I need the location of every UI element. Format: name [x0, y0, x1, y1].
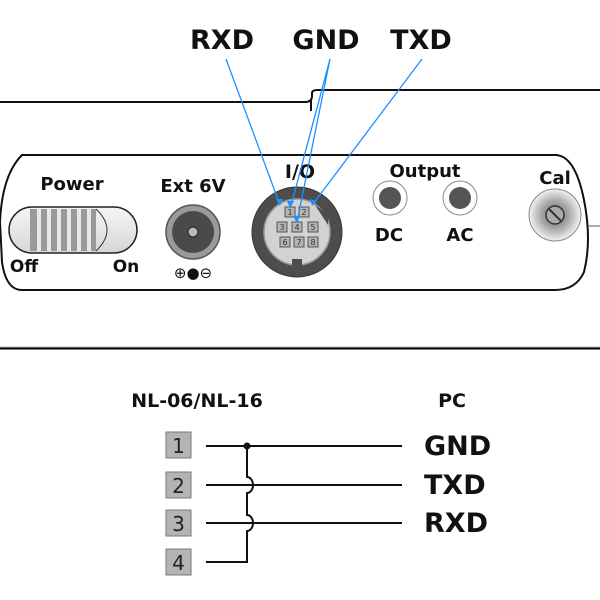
gnd-pointer-line-1: [290, 58, 331, 207]
io-pin-8: 8: [307, 236, 319, 248]
svg-text:1: 1: [287, 208, 292, 217]
pc-title: PC: [438, 390, 466, 412]
ext-6v-label: Ext 6V: [160, 176, 225, 197]
power-off-label: Off: [10, 257, 38, 277]
wiring-pin-4: 4: [165, 548, 192, 576]
device-title: NL-06/NL-16: [131, 390, 263, 412]
power-label: Power: [40, 174, 103, 195]
junction-dot: [243, 442, 251, 450]
svg-text:3: 3: [172, 512, 185, 536]
gnd-pointer-line-2: [296, 58, 331, 223]
wire-ground-bridge: [206, 446, 254, 563]
svg-text:7: 7: [296, 238, 301, 247]
svg-text:8: 8: [310, 238, 315, 247]
svg-text:2: 2: [172, 474, 185, 498]
io-pin-1: 1: [284, 206, 296, 218]
svg-text:1: 1: [172, 434, 185, 458]
io-pin-7: 7: [293, 236, 305, 248]
rxd-pointer-line: [225, 58, 281, 206]
polarity-symbol: ⊕●⊖: [174, 264, 212, 282]
wiring-pin-2: 2: [165, 471, 192, 499]
cal-label: Cal: [539, 168, 571, 189]
svg-text:4: 4: [172, 551, 185, 575]
io-pin-6: 6: [279, 236, 291, 248]
signal-txd: TXD: [424, 470, 486, 501]
power-on-label: On: [113, 257, 140, 277]
output-dc-label: DC: [375, 225, 403, 246]
io-pin-3: 3: [276, 221, 288, 233]
txd-label: TXD: [390, 25, 452, 56]
pin-annotation-lines: [225, 58, 423, 223]
dc-power-jack[interactable]: [165, 204, 221, 260]
io-pin-2: 2: [298, 206, 310, 218]
output-ac-label: AC: [446, 225, 473, 246]
output-dc-jack[interactable]: [372, 180, 408, 216]
output-label: Output: [389, 161, 460, 182]
svg-text:3: 3: [279, 223, 284, 232]
svg-text:5: 5: [310, 223, 315, 232]
signal-rxd: RXD: [424, 508, 488, 539]
pointer-arrowheads: [276, 199, 317, 223]
cal-trimmer-screw[interactable]: [528, 188, 582, 242]
device-body-outline: [0, 89, 600, 103]
io-pins: 1 2 3 4 5 6 7 8: [276, 206, 319, 248]
svg-text:2: 2: [301, 208, 306, 217]
wiring-pin-3: 3: [165, 509, 192, 537]
signal-gnd: GND: [424, 431, 491, 462]
wiring-pin-1: 1: [165, 431, 192, 459]
io-pin-5: 5: [307, 221, 319, 233]
gnd-label: GND: [292, 25, 359, 56]
svg-text:6: 6: [282, 238, 287, 247]
txd-pointer-line: [312, 58, 423, 205]
svg-text:4: 4: [294, 223, 299, 232]
power-switch[interactable]: [8, 206, 138, 254]
wires: [206, 445, 402, 563]
rxd-label: RXD: [190, 25, 254, 56]
output-ac-jack[interactable]: [442, 180, 478, 216]
io-pin-4: 4: [291, 221, 303, 233]
